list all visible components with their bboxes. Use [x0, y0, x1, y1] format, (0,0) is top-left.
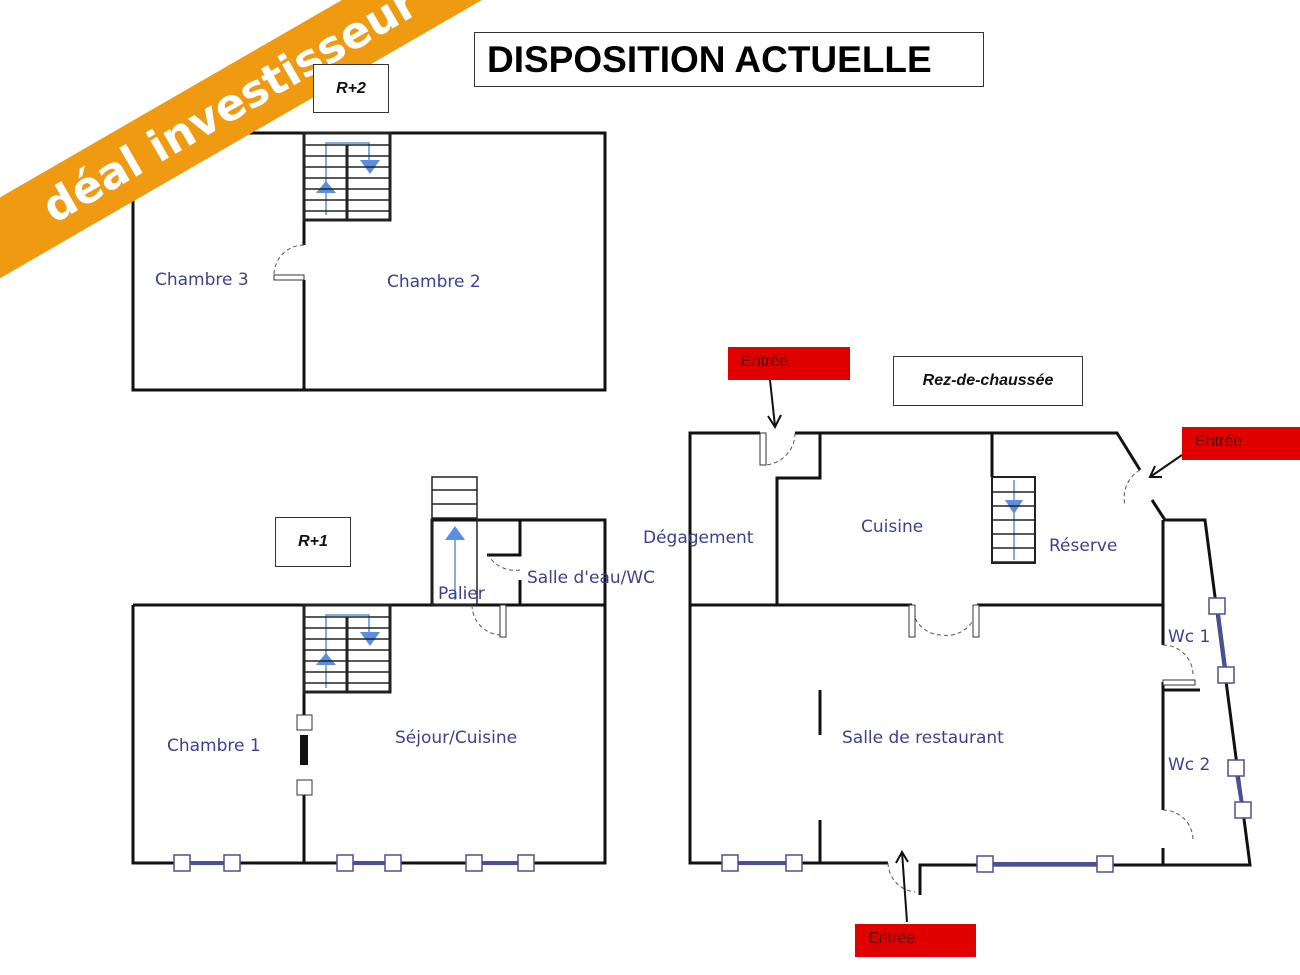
room-reserve: Réserve: [1049, 536, 1118, 556]
room-cuisine: Cuisine: [861, 517, 924, 537]
stairs-r2: [302, 131, 392, 222]
door-swings-rdc: [764, 432, 1194, 893]
floor-label-rdc: Rez-de-chaussée: [893, 356, 1083, 406]
room-palier: Palier: [438, 584, 485, 604]
stairs-r1: [302, 476, 478, 694]
entrance-arrows: [767, 379, 1183, 923]
floor-label-r2: R+2: [313, 64, 389, 113]
entrance-label-south: Entrée: [855, 924, 976, 957]
room-chambre-2: Chambre 2: [387, 272, 481, 292]
page-title: DISPOSITION ACTUELLE: [474, 32, 984, 87]
room-degagement: Dégagement: [643, 528, 754, 548]
windows-rdc: [721, 597, 1252, 873]
room-wc-1: Wc 1: [1168, 627, 1211, 647]
room-chambre-3: Chambre 3: [155, 270, 249, 290]
windows-r1: [173, 854, 535, 872]
entrance-label-north: Entrée: [728, 347, 850, 380]
room-chambre-1: Chambre 1: [167, 736, 261, 756]
room-sejour-cuisine: Séjour/Cuisine: [395, 728, 518, 748]
room-salle-de-restaurant: Salle de restaurant: [842, 728, 1004, 748]
walls-rdc: [688, 431, 1252, 895]
room-salle-d-eau: Salle d'eau/WC: [527, 568, 656, 588]
room-wc-2: Wc 2: [1168, 755, 1211, 775]
door-leaves-rdc: [759, 432, 1196, 686]
entrance-label-east: Entrée: [1182, 427, 1300, 460]
floor-label-r1: R+1: [275, 517, 351, 567]
